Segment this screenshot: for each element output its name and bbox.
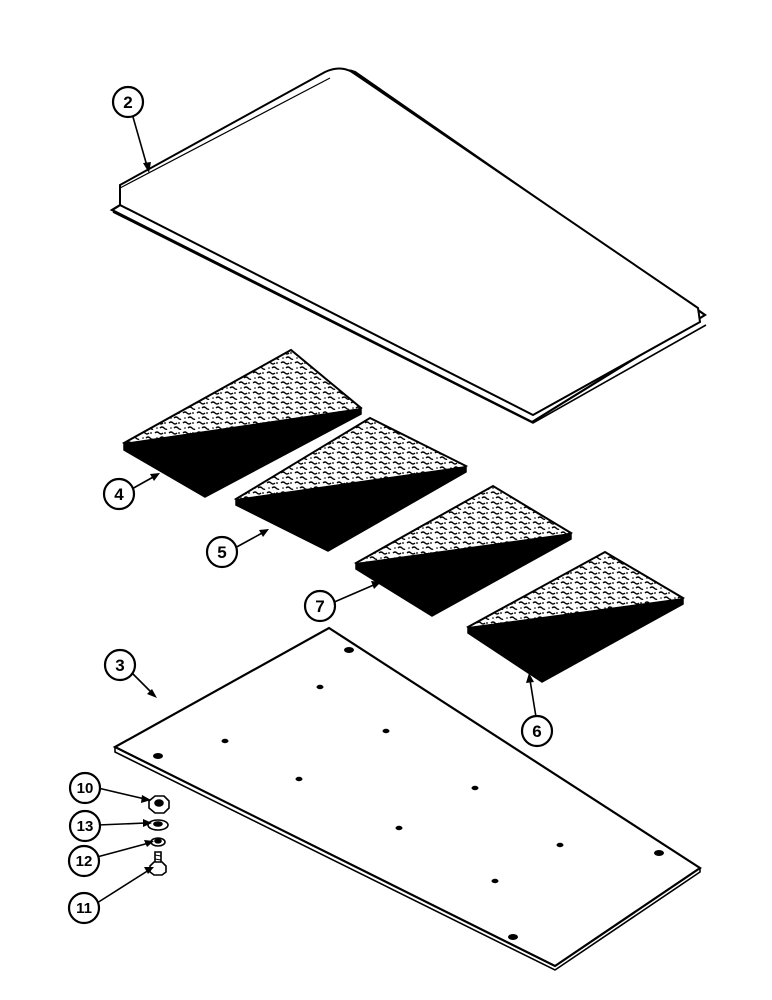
- arrow-6: [526, 673, 534, 683]
- callout-13: 13: [68, 809, 102, 843]
- callout-3: 3: [103, 648, 137, 682]
- leader-3: [130, 671, 153, 694]
- arrow-10: [141, 795, 151, 803]
- leader-6: [529, 679, 537, 718]
- leader-lines: [96, 116, 537, 904]
- foam-pad-4: [121, 348, 363, 498]
- callout-6: 6: [520, 714, 554, 748]
- callout-10: 10: [68, 771, 102, 805]
- hardware-stack: [147, 795, 170, 876]
- arrow-12: [144, 840, 154, 847]
- base-plate: [112, 626, 702, 971]
- leader-13: [97, 822, 147, 826]
- leader-2: [132, 116, 148, 167]
- lockwasher-12: [150, 837, 166, 847]
- arrowheads: [141, 162, 534, 874]
- arrow-2: [143, 162, 151, 173]
- foam-pad-6: [466, 550, 686, 683]
- foam-pad-7: [354, 484, 573, 617]
- screw-11: [149, 851, 167, 876]
- foam-pad-5: [233, 416, 469, 552]
- callout-4: 4: [102, 477, 136, 511]
- callouts: 2 4 5 7 6 3 10 13: [67, 85, 554, 925]
- callout-7-label: 7: [315, 597, 324, 616]
- callout-5-label: 5: [217, 543, 226, 562]
- arrow-5: [259, 529, 269, 537]
- callout-2-label: 2: [123, 93, 132, 112]
- arrow-4: [150, 473, 160, 481]
- leader-7: [331, 583, 377, 604]
- callout-6-label: 6: [532, 722, 541, 741]
- leader-11: [96, 869, 150, 904]
- callout-11-label: 11: [76, 900, 92, 917]
- callout-4-label: 4: [114, 485, 124, 504]
- leader-10: [97, 787, 146, 800]
- callout-3-label: 3: [115, 656, 124, 675]
- callout-11: 11: [67, 891, 101, 925]
- arrow-11: [144, 867, 154, 874]
- callout-10-label: 10: [77, 780, 94, 797]
- leader-4: [129, 475, 156, 491]
- callout-2: 2: [111, 85, 145, 119]
- leader-12: [96, 842, 150, 858]
- callout-12-label: 12: [76, 853, 93, 870]
- arrow-7: [371, 581, 381, 589]
- mounting-holes: [153, 647, 664, 940]
- callout-7: 7: [303, 589, 337, 623]
- arrow-3: [147, 689, 157, 698]
- washer-13: [147, 819, 169, 831]
- top-cover: [109, 67, 708, 424]
- callout-5: 5: [205, 535, 239, 569]
- callout-13-label: 13: [77, 818, 94, 835]
- leader-5: [232, 531, 265, 550]
- nut-10: [148, 795, 170, 814]
- callout-12: 12: [67, 844, 101, 878]
- arrow-13: [143, 819, 152, 827]
